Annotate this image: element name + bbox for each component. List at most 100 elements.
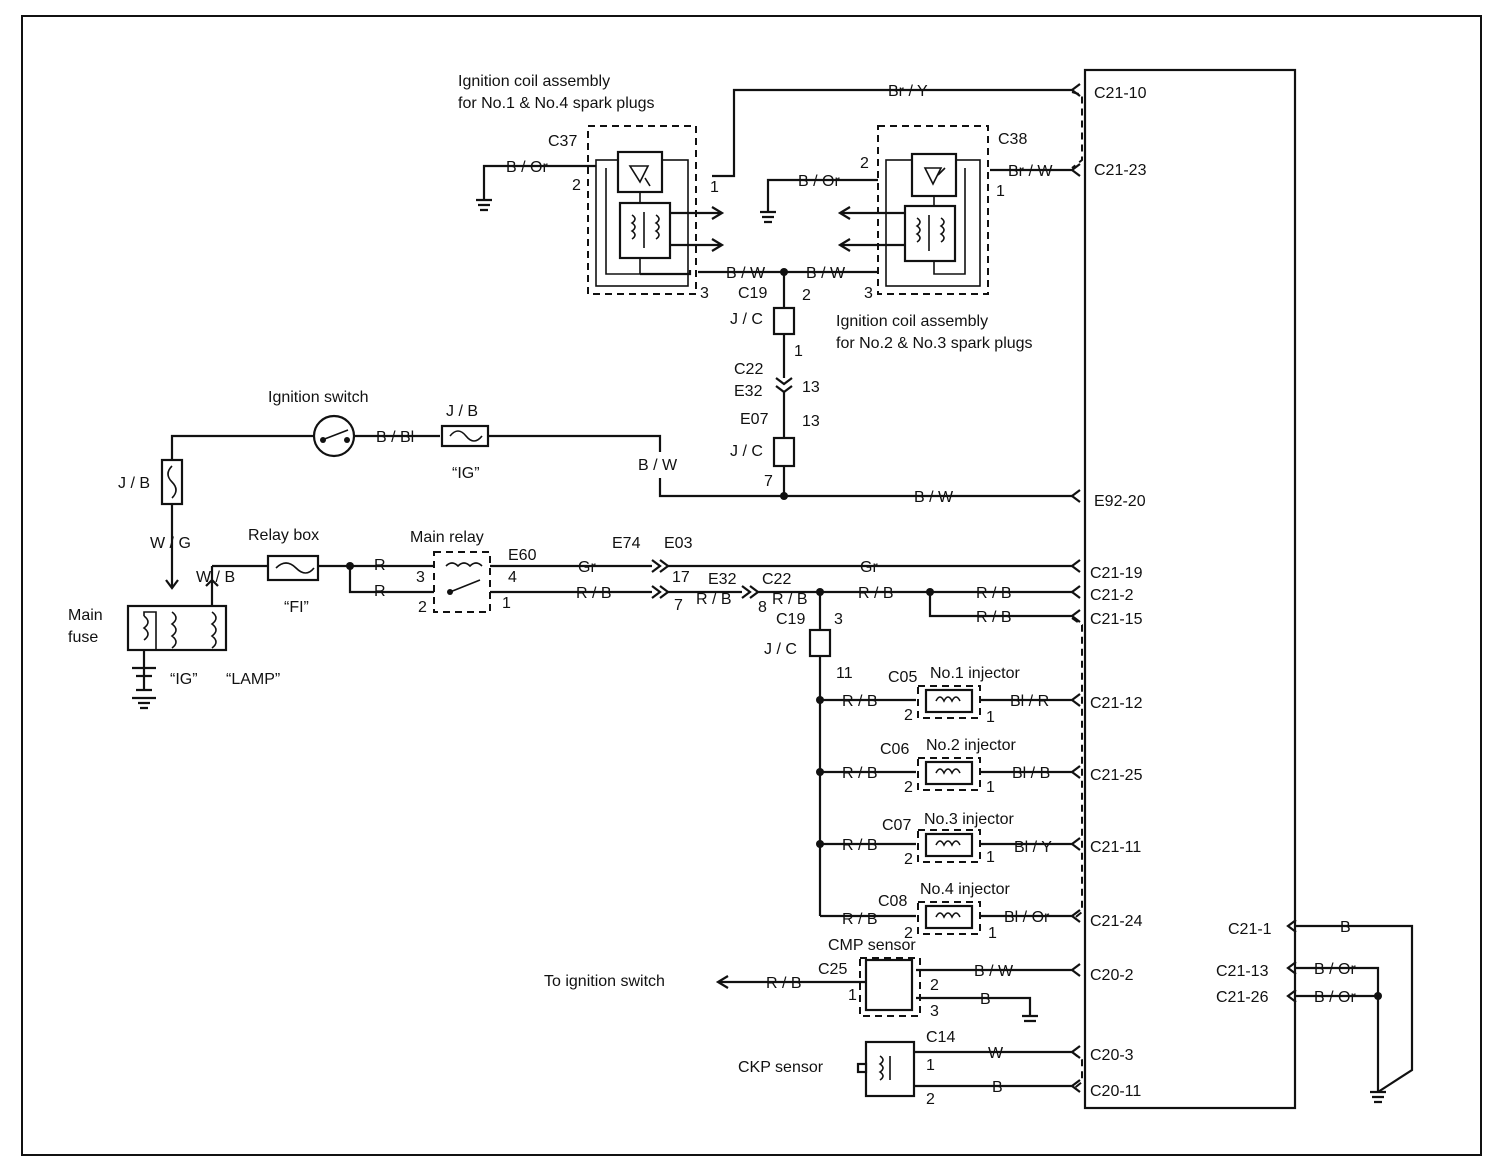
wire-label: R / B	[842, 693, 878, 710]
label-main-relay: Main relay	[410, 529, 484, 546]
injector-4	[820, 901, 1081, 935]
ecm-terminal: C21-2	[1090, 587, 1134, 604]
conn-c07: C07	[882, 817, 911, 834]
pin: 2	[926, 1091, 935, 1108]
wire-label: R / B	[976, 609, 1012, 626]
wire-br-y	[712, 88, 1072, 178]
main-relay	[433, 551, 491, 613]
pin: 1	[988, 925, 997, 942]
wire-label: Gr	[578, 559, 596, 576]
wire-label: R	[374, 583, 386, 600]
wire-label: R	[374, 557, 386, 574]
conn-c06: C06	[880, 741, 909, 758]
pin: 2	[572, 177, 581, 194]
wire-c38-bor	[766, 178, 878, 212]
coil-a-title-2: for No.1 & No.4 spark plugs	[458, 95, 655, 112]
pin: 2	[904, 925, 913, 942]
jc-c19	[772, 306, 796, 336]
pin: 2	[930, 977, 939, 994]
pin: 1	[848, 987, 857, 1004]
conn-c22-b: C22	[762, 571, 791, 588]
label-cmp: CMP sensor	[828, 937, 916, 954]
injector-1	[820, 685, 1081, 719]
wire-label: R / B	[858, 585, 894, 602]
wire-label: R / B	[576, 585, 612, 602]
pin: 3	[700, 285, 709, 302]
wire-label: B / Or	[1314, 989, 1356, 1006]
conn-e32-b: E32	[708, 571, 737, 588]
conn-c08: C08	[878, 893, 907, 910]
wire-label: R / B	[842, 911, 878, 928]
label-jc-1: J / C	[730, 311, 763, 328]
pin: 17	[672, 569, 690, 586]
pin: 2	[904, 707, 913, 724]
cmp-sensor	[715, 957, 1081, 1023]
wire-label: B / W	[638, 457, 678, 474]
injector-3	[820, 829, 1081, 863]
pin: 2	[860, 155, 869, 172]
pin: 1	[502, 595, 511, 612]
ecm-terminal: C21-23	[1094, 162, 1147, 179]
pin: 1	[986, 709, 995, 726]
ecm-terminal: C21-1	[1228, 921, 1272, 938]
label-jc-3: J / C	[764, 641, 797, 658]
pin: 7	[764, 473, 773, 490]
pin: 11	[836, 665, 853, 682]
label-jb-2: J / B	[118, 475, 150, 492]
ecm-terminal: C21-13	[1216, 963, 1269, 980]
conn-c19-b: C19	[776, 611, 805, 628]
pin: 3	[864, 285, 873, 302]
pin: 2	[418, 599, 427, 616]
pin: 1	[926, 1057, 935, 1074]
ignition-coil-a	[587, 125, 725, 295]
ecm-terminal: C21-11	[1090, 839, 1141, 856]
ecm-shield-upper	[1071, 91, 1083, 169]
pin: 1	[794, 343, 803, 360]
label-inj-1: No.1 injector	[930, 665, 1020, 682]
ignition-coil-b	[837, 125, 989, 295]
jc-c19-b	[808, 628, 832, 658]
wire-label: R / B	[766, 975, 802, 992]
label-jc-2: J / C	[730, 443, 763, 460]
ecm-terminal: C21-24	[1090, 913, 1143, 930]
label-main-fuse-2: fuse	[68, 629, 98, 646]
wire-label: W / B	[196, 569, 235, 586]
wire-c37-bor	[482, 164, 596, 200]
pin: 2	[904, 851, 913, 868]
pin: 2	[802, 287, 811, 304]
label-fuse-lamp: “LAMP”	[226, 671, 280, 688]
pin: 13	[802, 413, 820, 430]
pin: 4	[508, 569, 517, 586]
pin: 8	[758, 599, 767, 616]
label-fuse-ig: “IG”	[170, 671, 198, 688]
wire-label: R / B	[842, 837, 878, 854]
label-inj-3: No.3 injector	[924, 811, 1014, 828]
relay-box-fuse	[266, 554, 320, 582]
coil-b-title-2: for No.2 & No.3 spark plugs	[836, 335, 1033, 352]
conn-c14: C14	[926, 1029, 955, 1046]
jc-e07	[772, 436, 796, 468]
diagram-frame	[21, 15, 1482, 1156]
wire-label: Bl / Y	[1014, 839, 1052, 856]
wire-label: W	[988, 1045, 1004, 1062]
ckp-sensor	[856, 1040, 1081, 1098]
conn-c25: C25	[818, 961, 847, 978]
wire-label: Br / W	[1008, 163, 1053, 180]
ecm-terminal: C21-15	[1090, 611, 1143, 628]
label-inj-4: No.4 injector	[920, 881, 1010, 898]
wire-label: Bl / R	[1010, 693, 1049, 710]
label-main-fuse-1: Main	[68, 607, 103, 624]
wire-ign-switch	[170, 434, 314, 460]
wire-label: Br / Y	[888, 83, 928, 100]
wire-label: B / W	[914, 489, 954, 506]
pin: 13	[802, 379, 820, 396]
pin: 1	[986, 849, 995, 866]
conn-e60: E60	[508, 547, 537, 564]
label-fuse-ig2: “IG”	[452, 465, 480, 482]
label-ckp: CKP sensor	[738, 1059, 824, 1076]
label-fuse-fi: “FI”	[284, 599, 309, 616]
ecm-terminal: C21-12	[1090, 695, 1143, 712]
label-inj-2: No.2 injector	[926, 737, 1016, 754]
ecm-terminal: C21-10	[1094, 85, 1147, 102]
